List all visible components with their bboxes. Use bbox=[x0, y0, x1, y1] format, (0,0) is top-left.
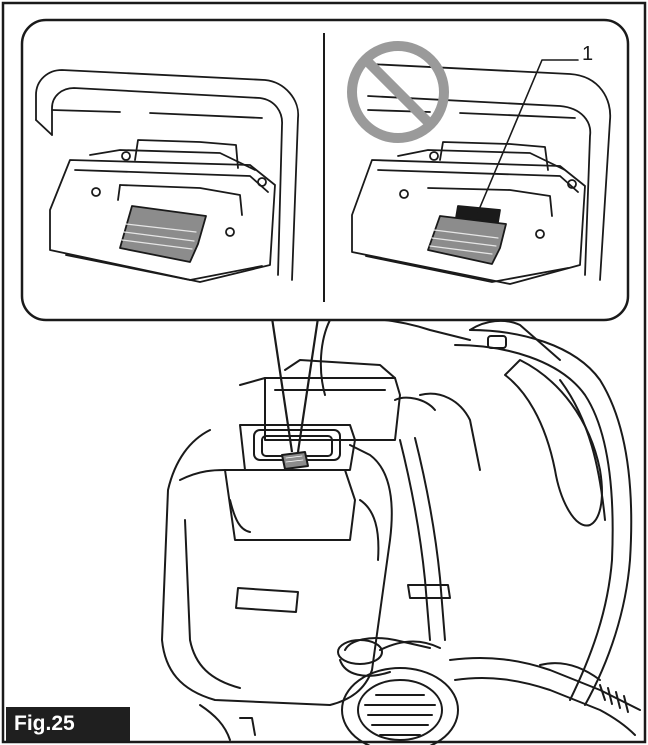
callout-correct-position bbox=[35, 69, 299, 283]
prohibition-icon bbox=[347, 41, 449, 143]
callout-incorrect-position bbox=[351, 59, 612, 285]
callout-number-label: 1 bbox=[582, 43, 594, 65]
latch-on-housing bbox=[281, 451, 309, 470]
figure-label: Fig.25 bbox=[6, 707, 130, 741]
backpack-unit-drawing bbox=[161, 317, 641, 745]
latch-lever-incorrect bbox=[427, 215, 507, 265]
